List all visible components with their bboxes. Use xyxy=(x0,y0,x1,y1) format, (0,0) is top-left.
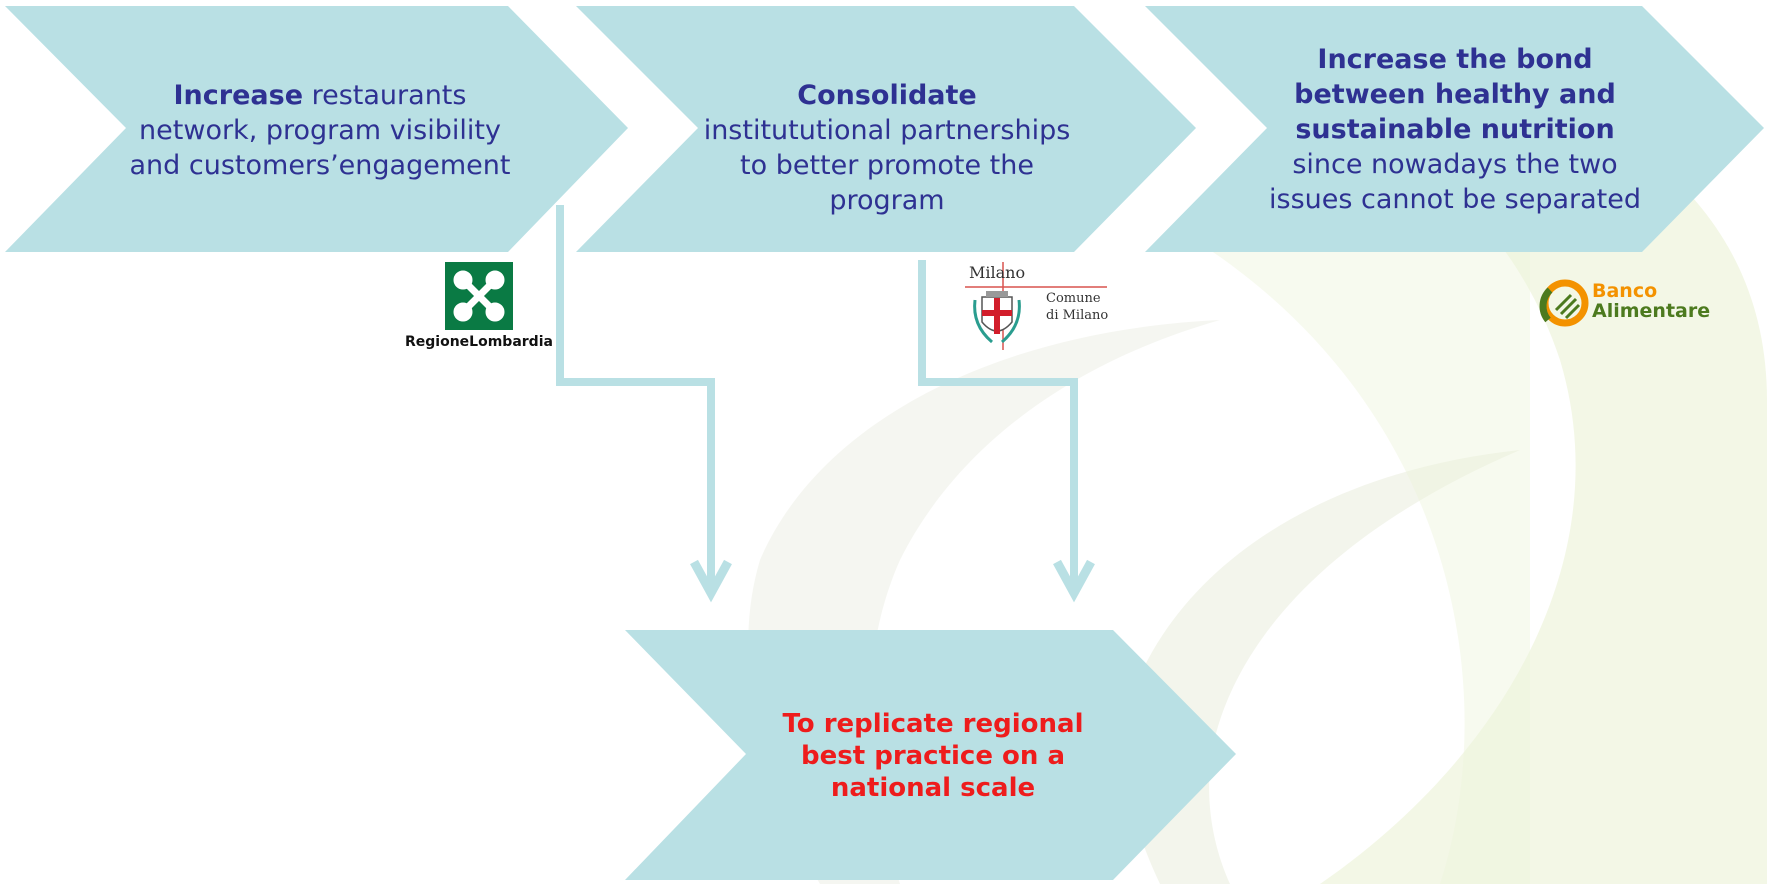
chevron-step-2 xyxy=(576,6,1196,252)
milano-comune: Comune xyxy=(1046,291,1101,306)
step-3-rest: since nowadays the two issues cannot be … xyxy=(1269,149,1641,215)
banco-line-2: Alimentare xyxy=(1592,300,1711,322)
comune-milano-logo xyxy=(965,262,1107,350)
connector-arrow-1 xyxy=(556,205,732,603)
milano-title: Milano xyxy=(969,263,1026,282)
connector-arrow-2 xyxy=(918,260,1095,603)
step-1-rest: restaurants network, program visibility … xyxy=(129,80,511,181)
regione-lombardia-name: RegioneLombardia xyxy=(405,334,553,350)
step-2-bold: Consolidate xyxy=(797,80,977,111)
chevron-step-1 xyxy=(5,6,628,252)
step-2-text: Consolidate institututional partnerships… xyxy=(700,78,1074,218)
milano-di-milano: di Milano xyxy=(1046,308,1109,323)
step-1-bold: Increase xyxy=(173,80,304,111)
step-3-bold: Increase the bond between healthy and su… xyxy=(1294,44,1616,145)
chevron-step-3 xyxy=(1145,6,1764,252)
banco-alimentare-logo xyxy=(1539,279,1589,327)
goal-text: To replicate regional best practice on a… xyxy=(782,709,1084,803)
step-3-text: Increase the bond between healthy and su… xyxy=(1268,42,1642,217)
banco-line-1: Banco xyxy=(1592,280,1658,302)
chevron-goal xyxy=(625,630,1236,880)
step-1-text: Increase restaurants network, program vi… xyxy=(128,78,512,183)
regione-lombardia-logo xyxy=(445,262,513,330)
step-2-rest: institututional partnerships to better p… xyxy=(703,115,1071,216)
